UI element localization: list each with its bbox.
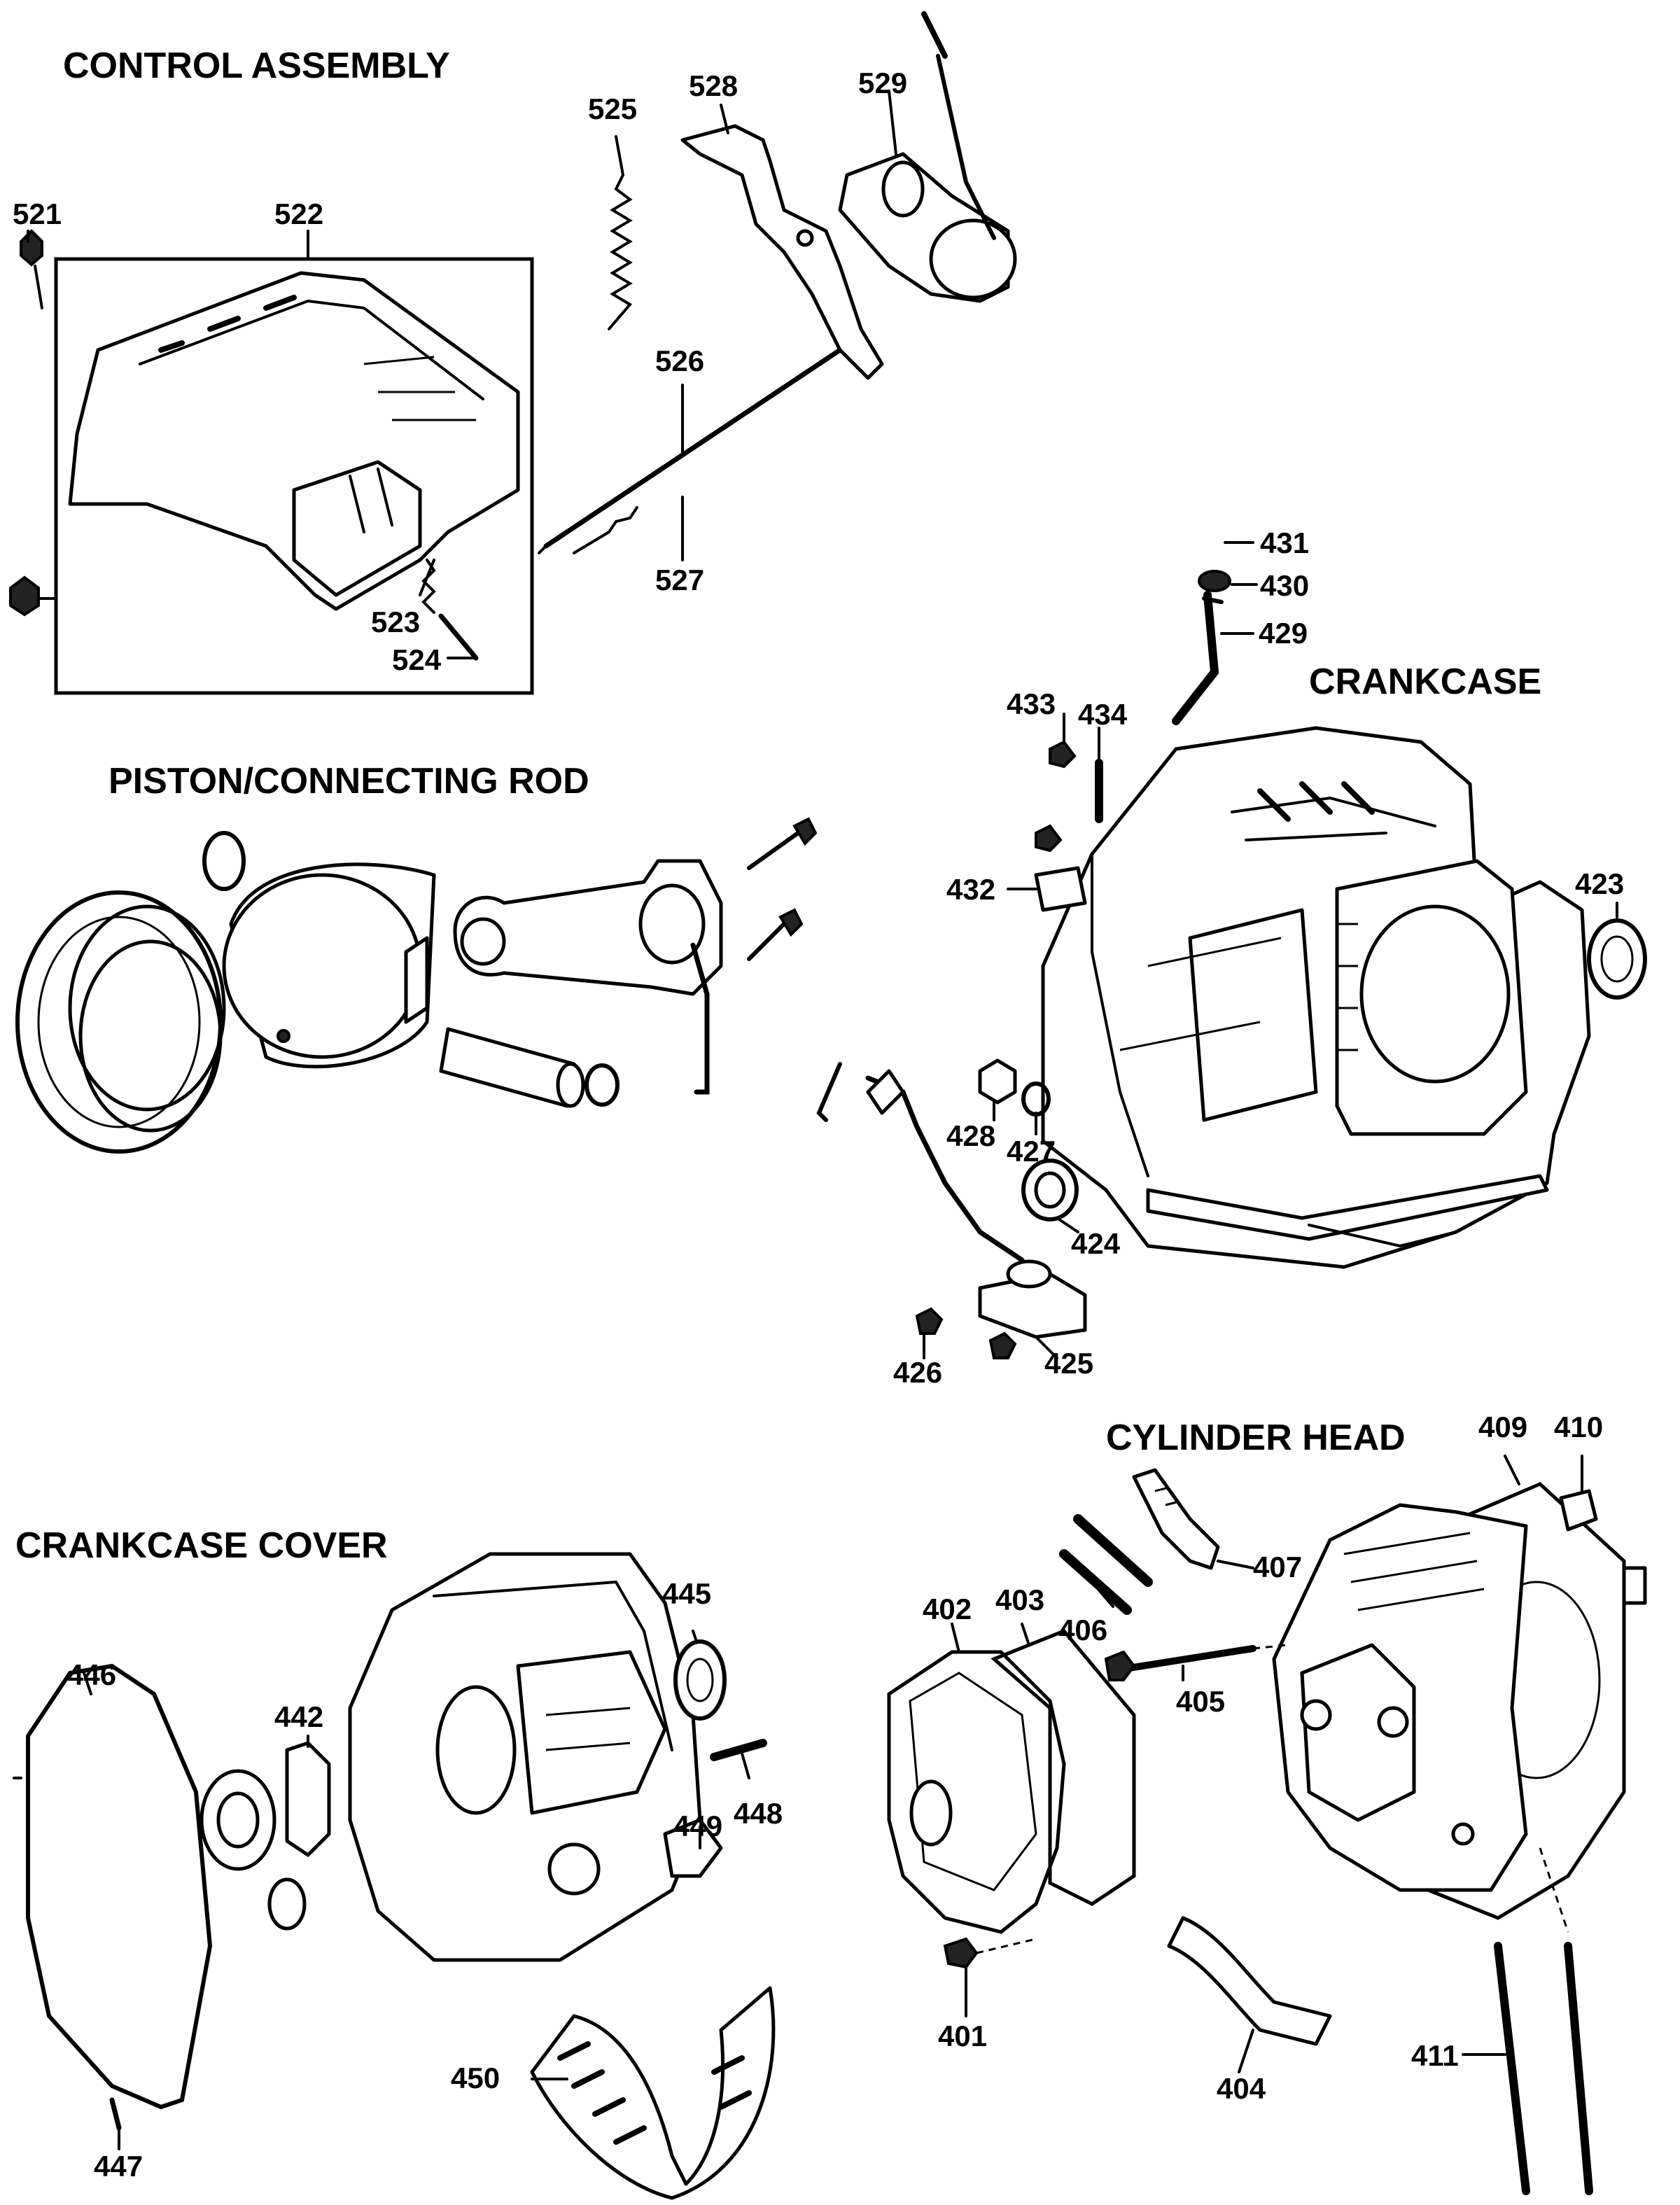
- part-label-429: 429: [1259, 617, 1308, 650]
- part-label-524: 524: [392, 643, 442, 676]
- heading-control-assembly: CONTROL ASSEMBLY: [63, 46, 450, 86]
- spark-plug-part-407: [1132, 1468, 1220, 1570]
- piston-rod-group: [15, 817, 818, 1154]
- piston-clip: [202, 831, 246, 891]
- part-label-423: 423: [1575, 867, 1625, 900]
- part-label-431: 431: [1260, 526, 1310, 559]
- stud-part-411: [1494, 1942, 1530, 2195]
- part-label-410: 410: [1554, 1410, 1604, 1443]
- valve-cover-part-402: [887, 1650, 1066, 1934]
- bracket-part-432: [1034, 866, 1087, 912]
- bolt-part-524: [438, 613, 479, 661]
- part-label-528: 528: [689, 69, 738, 102]
- part-label-406: 406: [1058, 1614, 1108, 1646]
- crankcase-cover-group: [13, 1552, 776, 2200]
- part-label-424: 424: [1071, 1227, 1121, 1260]
- part-label-401: 401: [938, 2019, 988, 2052]
- part-label-407: 407: [1253, 1550, 1303, 1583]
- part-label-526: 526: [655, 344, 705, 377]
- part-label-522: 522: [274, 197, 324, 230]
- piston-ring-3: [78, 939, 223, 1133]
- piston-pin-clip: [584, 1063, 620, 1107]
- gasket-part-403: [990, 1629, 1136, 1906]
- piston-ring-2: [68, 904, 226, 1112]
- part-label-450: 450: [451, 2062, 500, 2094]
- piston-pin: [439, 1027, 576, 1108]
- heading-cylinder-head: CYLINDER HEAD: [1106, 1418, 1406, 1458]
- part-label-445: 445: [662, 1577, 712, 1610]
- rod-part-429: [1172, 591, 1219, 725]
- part-label-525: 525: [588, 92, 638, 125]
- part-label-430: 430: [1260, 569, 1310, 602]
- part-label-426: 426: [893, 1356, 943, 1389]
- part-label-425: 425: [1044, 1347, 1094, 1380]
- dowel-part-410: [1559, 1489, 1598, 1532]
- cylinder-bore: [1359, 904, 1511, 1084]
- screw-part-433: [1049, 740, 1077, 769]
- spring-part-527: [573, 506, 638, 554]
- part-label-527: 527: [655, 564, 705, 596]
- part-label-432: 432: [946, 873, 996, 906]
- part-label-434: 434: [1078, 698, 1128, 731]
- control-assembly-group: [9, 11, 1017, 695]
- lever-part-528: [680, 124, 884, 380]
- screw-part-521: [20, 229, 43, 267]
- nut-left-control: [9, 575, 40, 617]
- cylinder-head-group: [887, 1468, 1647, 2195]
- part-label-411: 411: [1411, 2039, 1459, 2072]
- hose-part-404: [1167, 1916, 1332, 2046]
- part-label-428: 428: [946, 1119, 996, 1152]
- crankcase-group: [816, 570, 1647, 1359]
- heading-crankcase: CRANKCASE: [1309, 662, 1542, 702]
- part-label-433: 433: [1007, 687, 1056, 720]
- part-label-402: 402: [923, 1592, 972, 1625]
- gasket-part-446: [26, 1663, 213, 2110]
- nut-part-430: [1198, 570, 1231, 592]
- bolt-part-448: [710, 1739, 767, 1761]
- part-label-427: 427: [1007, 1135, 1056, 1168]
- seal-part-445: [673, 1639, 727, 1721]
- part-label-449: 449: [673, 1809, 723, 1842]
- band-part-450: [530, 1986, 776, 2200]
- part-label-446: 446: [67, 1658, 117, 1691]
- screw-part-426: [915, 1307, 944, 1335]
- gear-part-442: [285, 1741, 331, 1857]
- spring-part-525: [608, 174, 633, 330]
- heading-piston-rod: PISTON/CONNECTING ROD: [108, 761, 589, 802]
- stud-part-406: [1073, 1514, 1153, 1587]
- leader-lines: [27, 90, 1618, 2150]
- part-label-442: 442: [274, 1700, 324, 1733]
- part-label-409: 409: [1478, 1410, 1528, 1443]
- screw-part-401: [943, 1937, 979, 1969]
- part-label-523: 523: [371, 606, 421, 638]
- part-label-529: 529: [858, 66, 908, 99]
- cap-part-449: [663, 1818, 723, 1878]
- bolt-part-405: [1116, 1645, 1256, 1673]
- oil-seal-part-423: [1587, 918, 1647, 1000]
- part-label-448: 448: [734, 1797, 783, 1830]
- part-label-447: 447: [94, 2150, 144, 2183]
- spring-part-523: [421, 559, 436, 614]
- part-label-405: 405: [1176, 1685, 1226, 1718]
- part-label-521: 521: [13, 197, 62, 230]
- part-label-403: 403: [995, 1583, 1045, 1616]
- heading-crankcase-cover: CRANKCASE COVER: [15, 1525, 388, 1566]
- plug-part-428: [978, 1058, 1017, 1105]
- part-label-404: 404: [1217, 2072, 1266, 2105]
- pin-part-447: [109, 2097, 122, 2131]
- rod-part-526: [543, 347, 843, 549]
- control-assembly-frame: [54, 257, 534, 695]
